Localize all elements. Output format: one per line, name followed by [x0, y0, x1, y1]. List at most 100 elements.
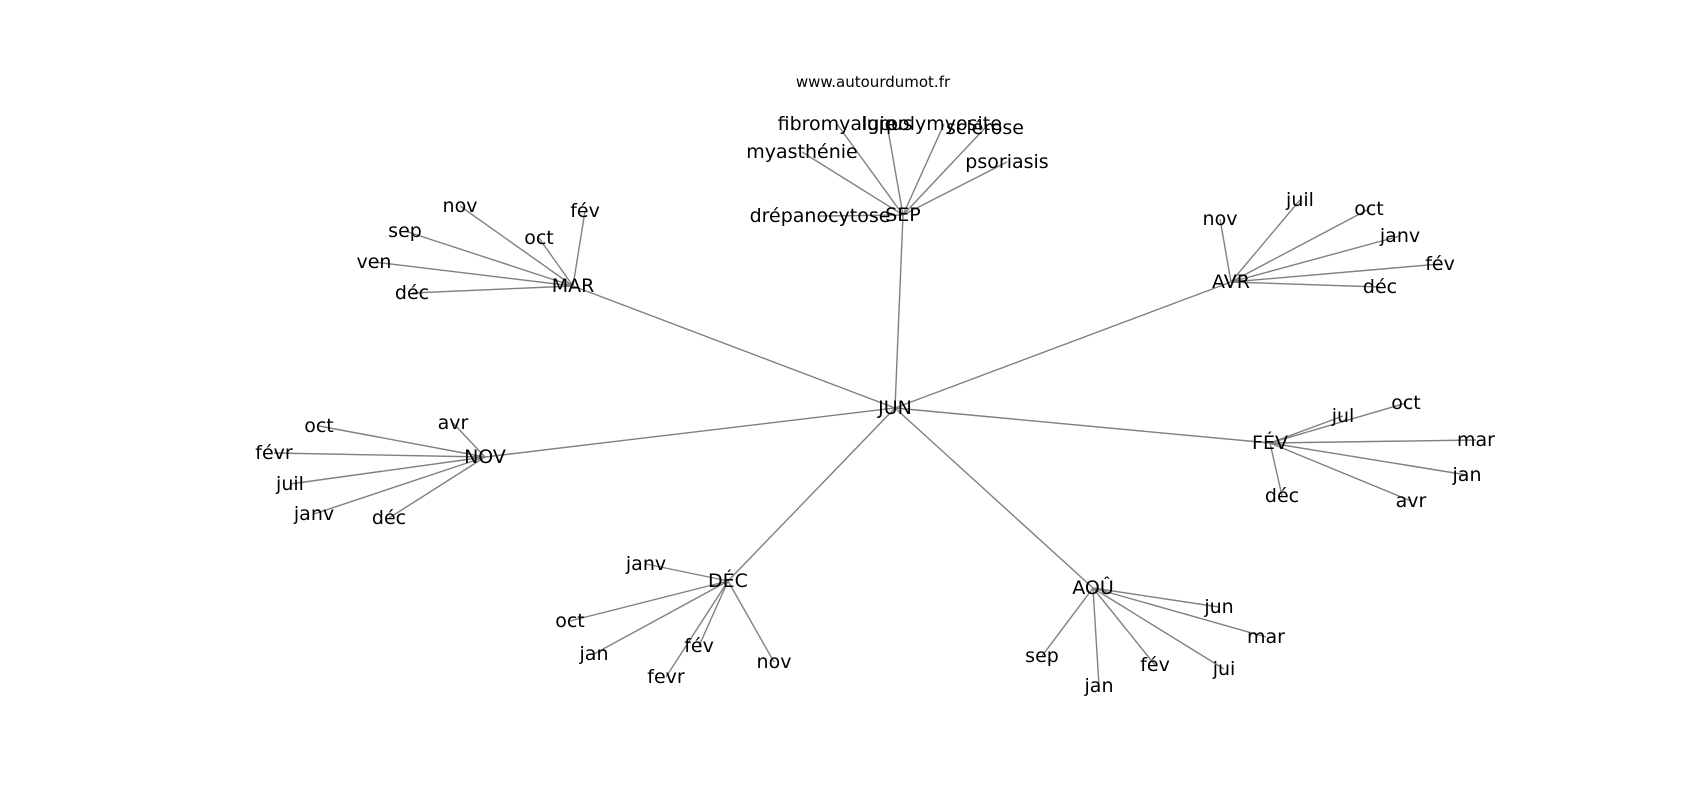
edge-hub-to-word — [902, 127, 986, 216]
word-node: avr — [438, 412, 469, 434]
edge-root-to-hub — [894, 214, 904, 409]
edge-hub-to-word — [727, 580, 775, 663]
edge-hub-to-word — [665, 580, 729, 678]
word-node: mar — [1247, 626, 1285, 648]
word-node: déc — [1265, 485, 1299, 507]
root-node: JUN — [877, 397, 912, 419]
word-node: févr — [255, 442, 293, 464]
word-node: jan — [1452, 464, 1482, 486]
edge-hub-to-word — [538, 237, 574, 287]
hub-node: FÉV — [1252, 431, 1288, 454]
edge-hub-to-word — [1092, 587, 1267, 638]
edge-hub-to-word — [1269, 402, 1407, 444]
edge-hub-to-word — [1219, 218, 1232, 283]
edge-hub-to-word — [902, 161, 1008, 216]
edge-hub-to-word — [1230, 263, 1441, 283]
edge-hub-to-word — [801, 151, 904, 216]
edge-hub-to-word — [318, 425, 486, 458]
edge-hub-to-word — [1092, 587, 1225, 670]
graph-edges — [273, 123, 1477, 687]
hub-node: MAR — [552, 275, 595, 297]
word-node: janv — [1379, 225, 1420, 247]
word-node: déc — [1363, 276, 1397, 298]
hub-node: NOV — [464, 446, 506, 468]
edge-hub-to-word — [1092, 587, 1220, 608]
word-node: jui — [1212, 658, 1236, 680]
edge-hub-to-word — [273, 452, 486, 458]
edge-hub-to-word — [698, 580, 729, 647]
word-node: myasthénie — [746, 141, 858, 163]
word-node: nov — [1203, 208, 1238, 230]
edge-hub-to-word — [836, 123, 904, 216]
word-node: déc — [395, 282, 429, 304]
word-node: sep — [1025, 645, 1059, 667]
word-node: fevr — [647, 666, 685, 688]
edge-hub-to-word — [902, 123, 945, 216]
edge-root-to-hub — [572, 285, 896, 409]
hub-node: SEP — [885, 204, 921, 226]
hub-node: AVR — [1212, 271, 1250, 293]
edge-hub-to-word — [819, 214, 904, 217]
word-node: fév — [1140, 654, 1170, 676]
word-node: jan — [1084, 675, 1114, 697]
edge-hub-to-word — [1041, 587, 1094, 657]
edge-hub-to-word — [593, 580, 729, 655]
edge-hub-to-word — [411, 285, 574, 294]
edge-hub-to-word — [1269, 439, 1477, 444]
edge-hub-to-word — [373, 261, 574, 287]
edge-hub-to-word — [1092, 587, 1100, 687]
source-label: www.autourdumot.fr — [796, 73, 951, 91]
word-node: janv — [293, 503, 334, 525]
edge-root-to-hub — [727, 407, 896, 582]
word-node: oct — [1354, 198, 1384, 220]
hub-node: DÉC — [708, 569, 748, 592]
edge-root-to-hub — [894, 407, 1271, 444]
edge-root-to-hub — [894, 407, 1094, 589]
edge-hub-to-word — [569, 580, 729, 622]
word-node: jan — [579, 643, 609, 665]
word-node: psoriasis — [965, 151, 1048, 173]
word-node: oct — [524, 227, 554, 249]
word-node: janv — [625, 553, 666, 575]
word-node: déc — [372, 507, 406, 529]
word-node: oct — [1391, 392, 1421, 414]
word-node: polymyosite — [886, 113, 1002, 135]
word-node: fibromyalgie — [778, 113, 897, 135]
word-node: nov — [757, 651, 792, 673]
edge-hub-to-word — [1230, 199, 1301, 283]
edge-hub-to-word — [388, 456, 486, 519]
word-node: drépanocytose — [750, 205, 891, 227]
word-node: oct — [304, 415, 334, 437]
hub-node: AOÛ — [1072, 575, 1114, 599]
word-node: fév — [684, 635, 714, 657]
word-node: ven — [357, 251, 392, 273]
edge-hub-to-word — [404, 230, 574, 287]
word-node: fév — [570, 200, 600, 222]
word-node: sclérose — [946, 117, 1024, 139]
edge-hub-to-word — [459, 205, 574, 287]
edge-hub-to-word — [452, 422, 486, 458]
word-node: oct — [555, 610, 585, 632]
word-node: avr — [1396, 490, 1427, 512]
word-node: jun — [1203, 596, 1233, 618]
edge-hub-to-word — [645, 563, 729, 582]
edge-hub-to-word — [1269, 415, 1344, 444]
edge-hub-to-word — [1269, 442, 1468, 476]
edge-hub-to-word — [886, 123, 904, 216]
edge-hub-to-word — [313, 456, 486, 515]
edge-hub-to-word — [1269, 442, 1283, 497]
word-node: jul — [1331, 405, 1355, 427]
word-node: mar — [1457, 429, 1495, 451]
edge-hub-to-word — [1269, 442, 1412, 502]
word-node: fév — [1425, 253, 1455, 275]
edge-hub-to-word — [289, 456, 486, 485]
word-node: sep — [388, 220, 422, 242]
edge-hub-to-word — [1092, 587, 1156, 666]
edge-root-to-hub — [894, 281, 1232, 409]
word-node: lupus — [861, 113, 912, 135]
edge-hub-to-word — [1230, 208, 1370, 283]
edge-hub-to-word — [1230, 235, 1401, 283]
word-node: nov — [443, 195, 478, 217]
